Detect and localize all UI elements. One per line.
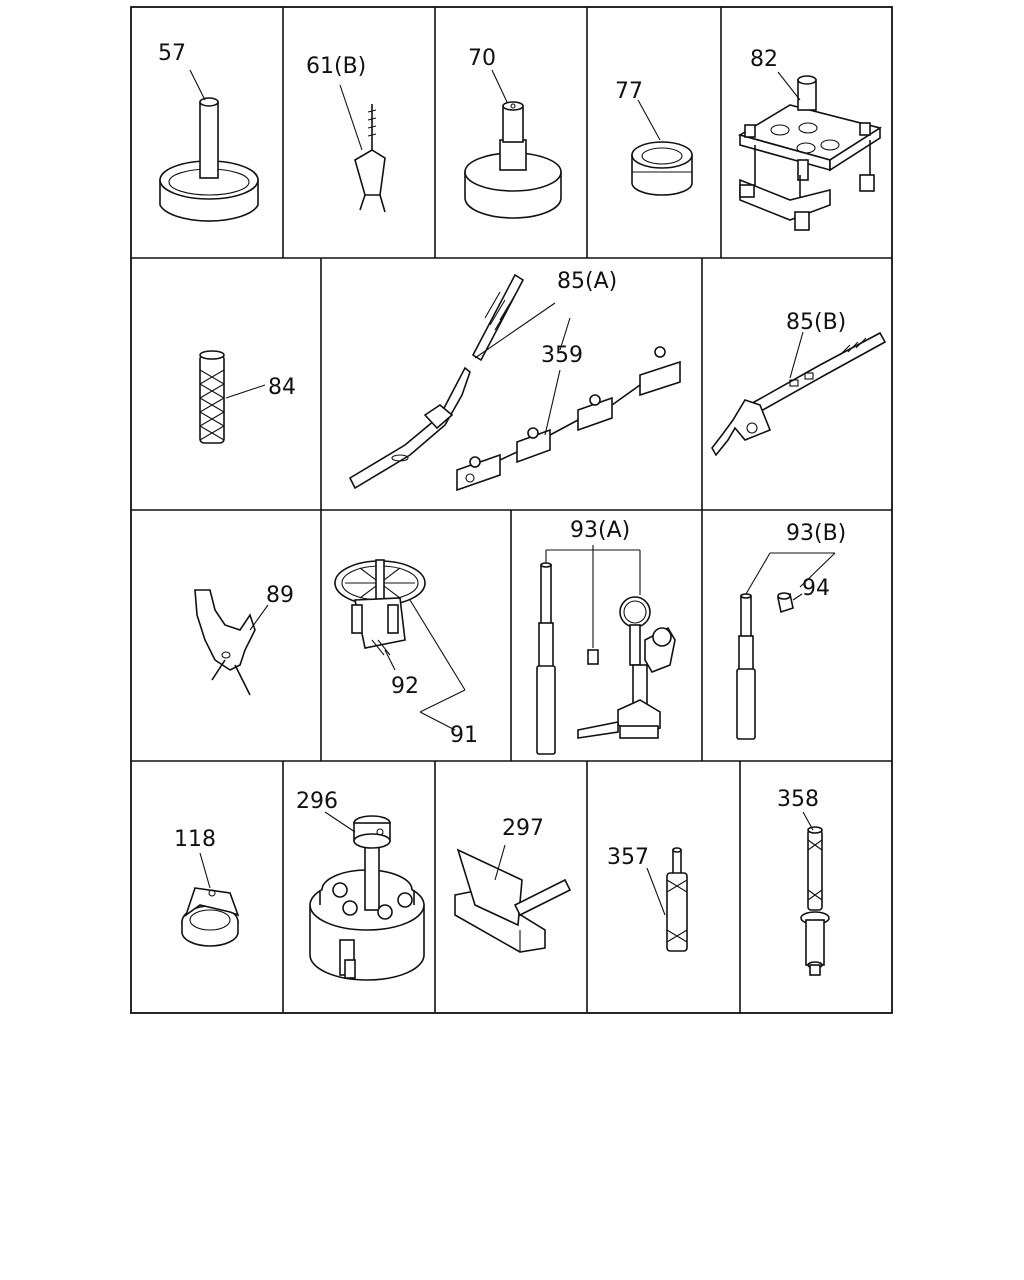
label-359: 359: [541, 343, 583, 368]
label-91: 91: [450, 723, 478, 748]
label-89: 89: [266, 583, 294, 608]
tool-93a-drawing: [536, 545, 676, 755]
label-61b: 61(B): [306, 54, 366, 79]
tool-118-drawing: [181, 852, 240, 947]
label-77: 77: [615, 79, 643, 104]
label-93a: 93(A): [570, 518, 630, 543]
tool-359-drawing: [456, 317, 681, 492]
tool-77-drawing: [631, 99, 693, 196]
tool-85a-drawing: [348, 273, 556, 490]
label-92: 92: [391, 674, 419, 699]
tool-296-drawing: [309, 811, 425, 981]
tool-93b-drawing: [736, 552, 836, 740]
tool-94-drawing: [777, 592, 803, 614]
tool-61b-drawing: [339, 84, 386, 213]
tool-91-92-drawing: [334, 559, 466, 731]
tool-85b-drawing: [711, 331, 887, 457]
tool-84-drawing: [199, 350, 266, 444]
tool-57-drawing: [159, 69, 259, 222]
tool-357-drawing: [646, 847, 688, 952]
label-85b: 85(B): [786, 310, 846, 335]
label-93b: 93(B): [786, 521, 846, 546]
label-118: 118: [174, 827, 216, 852]
tool-297-drawing: [454, 844, 572, 953]
label-296: 296: [296, 789, 338, 814]
tool-89-drawing: [194, 589, 269, 696]
tool-70-drawing: [464, 69, 562, 219]
label-85a: 85(A): [557, 269, 617, 294]
label-358: 358: [777, 787, 819, 812]
label-84: 84: [268, 375, 296, 400]
label-57: 57: [158, 41, 186, 66]
label-70: 70: [468, 46, 496, 71]
label-94: 94: [802, 576, 830, 601]
label-357: 357: [607, 845, 649, 870]
label-297: 297: [502, 816, 544, 841]
tool-358-drawing: [800, 811, 830, 976]
label-82: 82: [750, 47, 778, 72]
grid-lines: [130, 6, 893, 1014]
tool-82-drawing: [737, 71, 882, 231]
